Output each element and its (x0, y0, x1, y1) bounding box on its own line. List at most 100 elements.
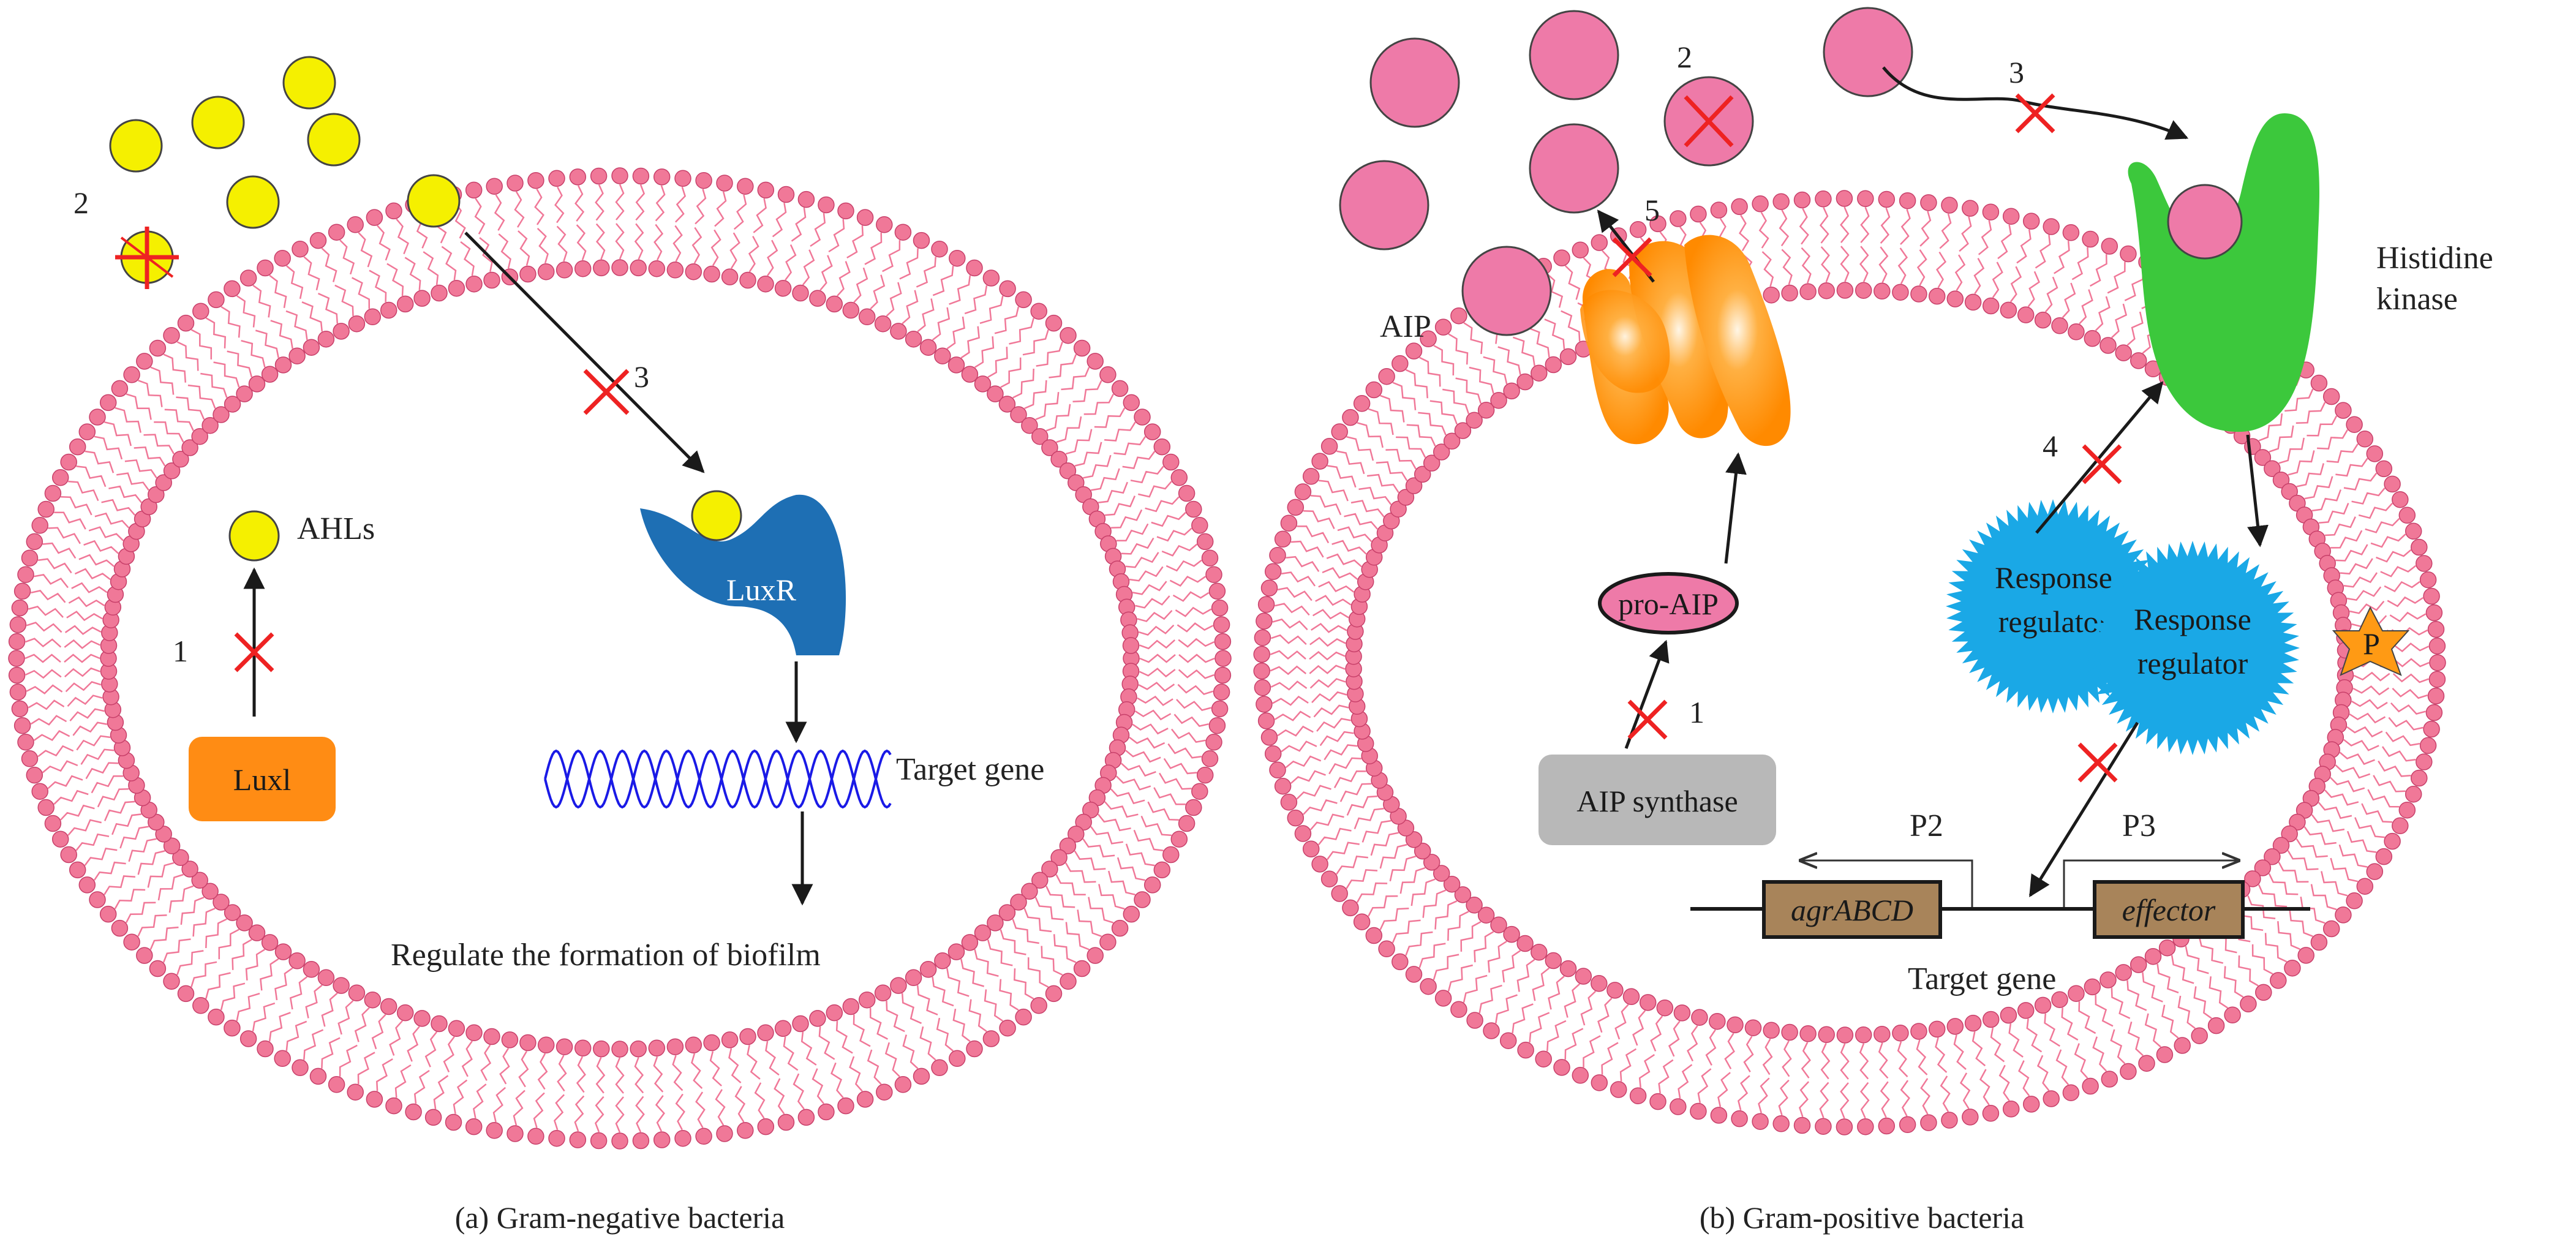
lipid-head (703, 1034, 720, 1052)
lipid-head (2428, 671, 2446, 688)
lipid-head (537, 263, 555, 280)
lipid-head (809, 1010, 826, 1027)
lipid-head (1857, 1118, 1874, 1135)
lipid-head (611, 1132, 628, 1150)
lipid-head (1477, 402, 1495, 419)
lipid-head (347, 1083, 364, 1101)
lipid-head (1320, 438, 1338, 455)
lipid-head (2423, 587, 2440, 605)
lipid-head (1211, 700, 1229, 718)
cell-membrane-a (8, 167, 1232, 1150)
lipid-head (1483, 1022, 1500, 1039)
step-number-5-b: 5 (1644, 193, 1660, 227)
dna-helix (544, 749, 892, 809)
lipid-head (1010, 894, 1027, 911)
lipid-head (1559, 960, 1577, 977)
lipid-head (1087, 947, 1104, 964)
lipid-head (774, 1020, 792, 1037)
lipid-head (1015, 291, 1032, 309)
lipid-head (44, 484, 62, 502)
lipid-head (483, 271, 500, 289)
lipid-head (966, 1040, 983, 1058)
lipid-head (1378, 367, 1395, 385)
lipid-head (797, 190, 815, 208)
lipid-head (2384, 475, 2401, 493)
lipid-head (1099, 366, 1117, 383)
lipid-head (1591, 975, 1608, 992)
lipid-head (1553, 249, 1570, 266)
lipid-head (348, 984, 366, 1002)
lipid-head (809, 290, 826, 307)
lipid-head (1910, 285, 1927, 303)
lipid-head (208, 291, 225, 309)
lipid-head (1414, 842, 1431, 860)
lipid-head (364, 991, 382, 1009)
lipid-head (2310, 374, 2328, 392)
lipid-head (1405, 831, 1423, 848)
lipid-head (2281, 483, 2298, 500)
lipid-head (507, 1125, 524, 1142)
synthase-to-proaip-arrow (1624, 639, 1670, 749)
lipid-head (123, 933, 140, 951)
lipid-head (303, 339, 320, 356)
lipid-head (507, 175, 524, 192)
lipid-head (2310, 933, 2328, 951)
lipid-head (721, 268, 739, 285)
lipid-head (1572, 241, 1589, 258)
lipid-head (1405, 477, 1423, 494)
lipid-head (590, 167, 608, 185)
lipid-head (949, 249, 966, 267)
lipid-head (1280, 514, 1298, 532)
lipid-head (1162, 846, 1180, 864)
lipid-head (858, 991, 876, 1009)
lipid-head (2115, 964, 2132, 981)
lipid-head (2254, 859, 2272, 876)
lipid-head (1274, 530, 1292, 548)
lipid-head (1799, 1025, 1817, 1042)
lipid-head (630, 1040, 647, 1058)
lipid-head (11, 599, 29, 617)
lipid-head (1185, 799, 1202, 816)
lipid-head (2207, 1017, 2225, 1034)
lipid-head (519, 265, 537, 283)
ahls-label: AHLs (297, 511, 375, 546)
lipid-head (431, 1015, 448, 1033)
lipid-head (1256, 612, 1273, 630)
lipid-head (366, 209, 383, 226)
lipid-head (2043, 1090, 2060, 1107)
lipid-head (2289, 813, 2306, 831)
lipid-head (1185, 500, 1202, 518)
lipid-head (1946, 1018, 1964, 1035)
lipid-head (1857, 190, 1874, 208)
lipid-head (2284, 959, 2301, 977)
ahl-molecule (407, 174, 461, 228)
lipid-head (2062, 1084, 2080, 1101)
lipid-head (1450, 1001, 1467, 1018)
lipid-head (1059, 462, 1077, 480)
lipid-head (2392, 491, 2409, 508)
lipid-head (574, 260, 592, 277)
lipid-head (2322, 920, 2340, 938)
lipid-head (2411, 769, 2428, 787)
lipid-head (239, 1030, 257, 1047)
lipid-head (1423, 454, 1441, 472)
lipid-head (1260, 729, 1278, 746)
step-number-3-b: 3 (2009, 55, 2024, 89)
lipid-head (2130, 956, 2147, 973)
lipid-head (1855, 1026, 1872, 1044)
lipid-head (1878, 1117, 1896, 1135)
lipid-head (181, 860, 198, 878)
lipid-head (1153, 438, 1171, 456)
lipid-head (1294, 825, 1312, 842)
lipid-head (826, 295, 843, 313)
lipid-head (774, 279, 792, 297)
aip-to-kinase-arrow (1882, 66, 2189, 140)
lipid-head (8, 666, 26, 684)
lipid-head (1928, 287, 1946, 305)
lipid-head (2423, 720, 2440, 738)
lipid-head (1450, 307, 1467, 325)
lipid-head (2425, 604, 2443, 622)
aip-transporter (1580, 235, 1791, 446)
lipid-head (1772, 193, 1790, 210)
lipid-head (2082, 230, 2099, 248)
